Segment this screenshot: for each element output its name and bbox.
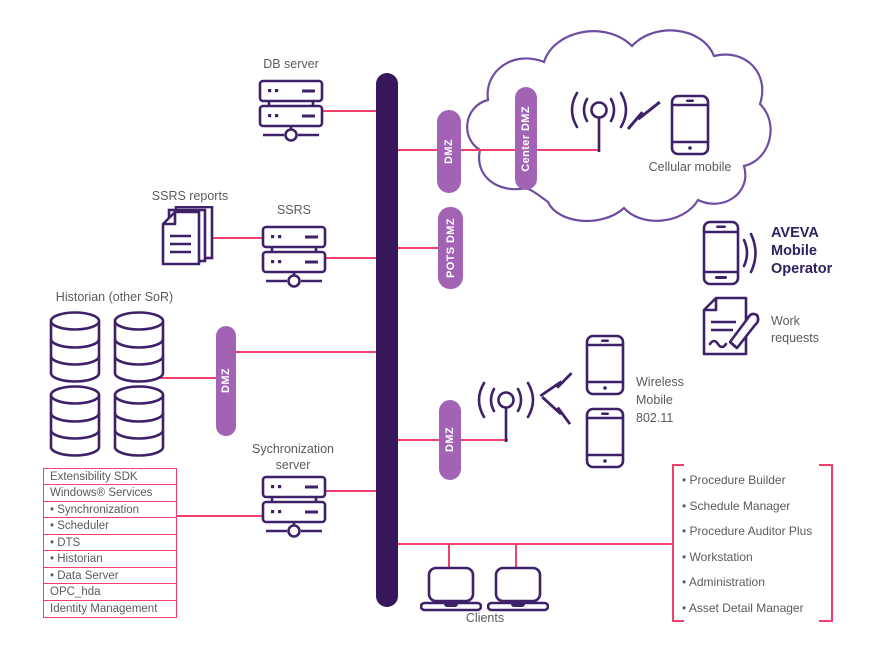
aveva-label-line2: Mobile [771,243,817,259]
ssrs-label: SSRS [276,203,312,217]
pots-dmz-pill: POTS DMZ [438,207,463,289]
work-requests-label: Work requests [771,313,819,347]
list-item: • Procedure Auditor Plus [682,524,813,538]
bracket-left-top-tick [672,464,684,466]
link-list-syncserver [177,515,265,517]
list-item: • Scheduler [43,517,177,535]
dmz-pill-top-label: DMZ [443,138,455,165]
database-cylinder-icon [49,311,101,383]
smartphone-icon [585,407,625,469]
list-item: • DTS [43,533,177,552]
smartphone-icon [585,334,625,396]
center-dmz-pill: Center DMZ [515,87,537,190]
lightning-bolt-icon [539,372,573,398]
historian-label: Historian (other SoR) [55,290,174,304]
bracket-right-top-tick [819,464,831,466]
aveva-mobile-operator-label: AVEVA Mobile Operator [771,224,832,278]
sync-server-icon [261,475,327,538]
link-drop-laptop1 [448,543,450,570]
list-item: Extensibility SDK [43,467,177,486]
historian-dmz-pill-label: DMZ [220,368,232,394]
link-syncserver-bus [320,490,380,492]
database-cylinder-icon [113,311,165,383]
documents-stack-icon [161,206,214,266]
bracket-left-bottom-tick [672,620,684,622]
smartphone-icon [670,94,710,156]
cloud-shape [466,29,772,222]
aveva-label-line3: Operator [771,261,833,277]
link-bus-potsdmz [396,247,456,249]
bracket-right-bottom-tick [819,620,831,622]
work-request-document-icon [702,296,760,356]
applications-list: • Procedure Builder • Schedule Manager •… [682,468,812,621]
list-item: • Schedule Manager [682,498,791,513]
list-item: • Data Server [43,566,177,585]
pots-dmz-pill-label: POTS DMZ [444,217,457,279]
wireless-mobile-line2: Mobile [636,393,673,407]
link-dmz-bus [232,351,380,353]
list-item: • Administration [682,575,765,589]
list-item: • Historian [43,550,177,568]
link-drop-laptop2 [515,543,517,570]
database-cylinder-icon [113,385,165,457]
historian-dmz-pill: DMZ [216,326,236,436]
list-item: • Synchronization [43,500,177,519]
work-requests-line1: Work [771,314,800,328]
antenna-icon [477,381,535,442]
sync-server-label-line2: server [275,458,311,472]
dmz-pill-top: DMZ [437,110,461,193]
bracket-right [831,464,833,622]
sync-server-label-line1: Sychronization [252,442,334,456]
list-item: • Procedure Builder [682,473,786,487]
list-item: Windows® Services [43,484,177,502]
link-reports-ssrs [210,237,266,239]
laptop-icon [420,566,482,612]
wireless-mobile-line1: Wireless [636,375,684,389]
services-list: Extensibility SDK Windows® Services • Sy… [43,467,177,618]
link-dbserver-bus [320,110,380,112]
laptop-icon [487,566,549,612]
link-historian-dmz [158,377,220,379]
lightning-bolt-icon [626,100,661,130]
sync-server-label: Sychronization server [238,441,348,473]
link-ssrs-bus [318,257,380,259]
wireless-mobile-line3: 802.11 [636,411,674,425]
list-item: • Workstation [682,549,753,564]
db-server-icon [258,79,324,142]
wireless-dmz-pill: DMZ [439,400,461,480]
list-item: • Asset Detail Manager [682,600,804,615]
wireless-dmz-pill-label: DMZ [444,427,456,453]
antenna-icon [570,91,628,152]
aveva-label-line1: AVEVA [771,225,819,241]
list-item: Identity Management [43,599,177,618]
link-bus-clients-apps [396,543,674,545]
db-server-label: DB server [263,57,319,71]
ssrs-reports-label: SSRS reports [151,189,229,203]
lightning-bolt-icon [541,396,572,425]
link-bus-dmz-cloud [396,149,600,151]
center-dmz-pill-label: Center DMZ [520,105,532,172]
cellular-mobile-label: Cellular mobile [648,160,732,174]
bracket-left [672,464,674,622]
network-bus [376,73,398,607]
database-cylinder-icon [49,385,101,457]
wireless-mobile-label: Wireless Mobile 802.11 [636,373,684,427]
ssrs-server-icon [261,225,327,288]
clients-label: Clients [465,611,505,625]
mobile-phone-waves-icon [702,220,757,286]
list-item: OPC_hda [43,583,177,601]
work-requests-line2: requests [771,331,819,345]
